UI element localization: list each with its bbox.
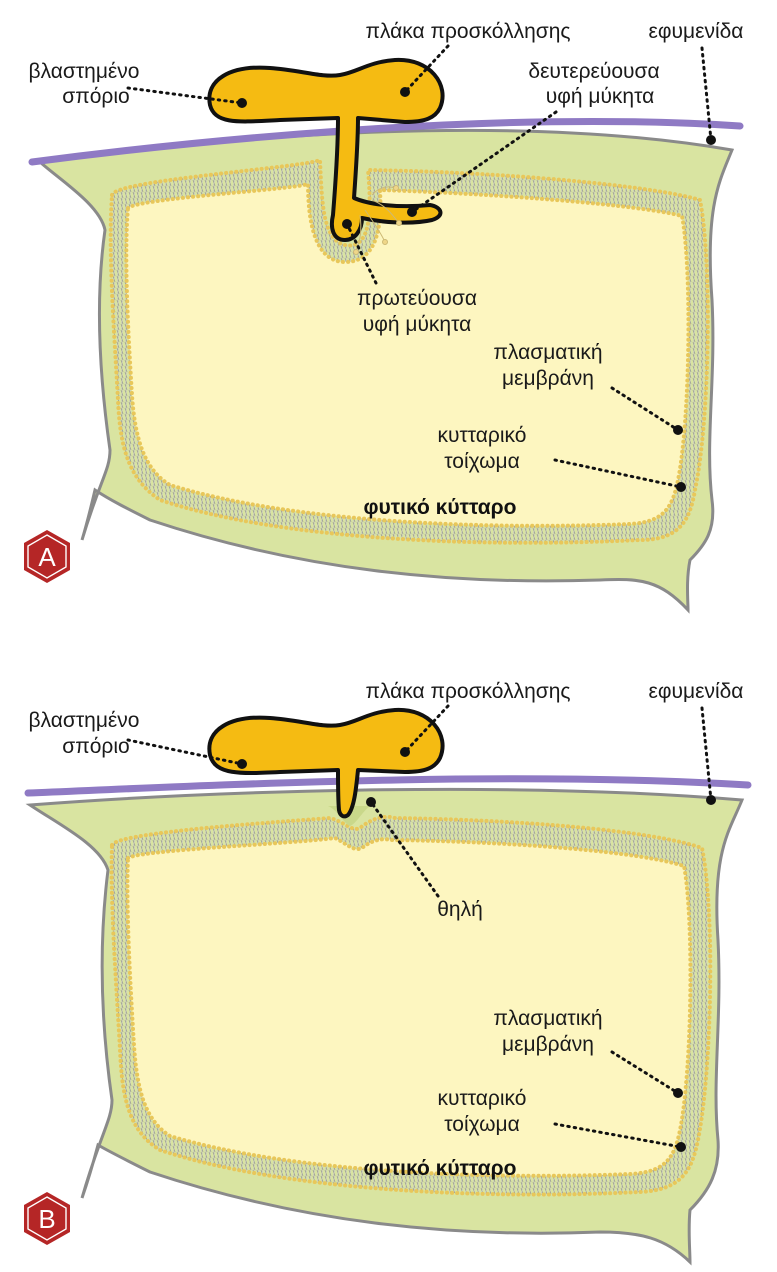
label-cuticle-text: εφυμενίδα — [649, 20, 744, 43]
membrane-heads-outer — [109, 814, 713, 1197]
label-appressorium-text: πλάκα προσκόλλησης — [365, 680, 570, 703]
hyphal-threads — [353, 185, 402, 255]
panel-badge-letter: B — [38, 1204, 55, 1234]
pointer-dot — [400, 87, 410, 97]
pointer-dot — [400, 747, 410, 757]
label-spore-line1: βλαστημένο — [29, 709, 140, 732]
pointer-dot — [676, 1142, 686, 1152]
pointer-dot — [673, 425, 683, 435]
label-primary-hypha-line1: πρωτεύουσα — [357, 287, 477, 310]
panel-badge-letter: A — [38, 542, 56, 572]
label-plasma-membrane-line1: πλασματική — [493, 341, 602, 364]
hexagon-badge — [24, 1192, 70, 1245]
label-spore: βλαστημένο σπόριο — [29, 60, 247, 108]
label-plasma-membrane-line2: μεμβράνη — [502, 367, 594, 390]
label-plasma-membrane: πλασματική μεμβράνη — [493, 1007, 683, 1098]
label-appressorium: πλάκα προσκόλλησης — [365, 680, 571, 757]
pointer-dot — [706, 795, 716, 805]
label-spore-line2: σπόριο — [62, 735, 129, 758]
label-papilla: θηλή — [366, 797, 483, 921]
label-secondary-hypha: δευτερεύουσα υφή μύκητα — [407, 60, 660, 217]
cytoplasm — [126, 184, 689, 526]
label-spore-line1: βλαστημένο — [29, 60, 140, 83]
label-plasma-membrane: πλασματική μεμβράνη — [493, 341, 683, 435]
label-cell-wall-line2: τοίχωμα — [444, 450, 519, 473]
pointer-dot — [342, 219, 352, 229]
panel-b: βλαστημένο σπόριο πλάκα προσκόλλησης εφυ… — [24, 680, 752, 1266]
hexagon-badge — [24, 530, 70, 583]
membrane-heads-inner — [124, 181, 691, 528]
pointer-dot — [237, 759, 247, 769]
pointer-dot — [673, 1088, 683, 1098]
fungus-body — [207, 707, 445, 819]
cuticle-layer — [24, 775, 752, 797]
pointer-dot — [407, 207, 417, 217]
label-cell-wall: κυτταρικό τοίχωμα — [438, 424, 686, 492]
label-spore: βλαστημένο σπόριο — [29, 709, 247, 769]
label-papilla-text: θηλή — [437, 898, 483, 921]
label-cuticle: εφυμενίδα — [649, 20, 744, 145]
label-appressorium: πλάκα προσκόλλησης — [365, 20, 571, 97]
pointer-dot — [706, 135, 716, 145]
cytoplasm — [127, 838, 691, 1176]
label-cuticle-text: εφυμενίδα — [649, 680, 744, 703]
pointer-dot — [237, 98, 247, 108]
label-primary-hypha-line2: υφή μύκητα — [363, 313, 472, 336]
label-cuticle: εφυμενίδα — [649, 680, 744, 805]
label-plasma-membrane-line1: πλασματική — [493, 1007, 602, 1030]
membrane-heads-inner — [125, 835, 693, 1178]
label-primary-hypha: πρωτεύουσα υφή μύκητα — [342, 219, 477, 336]
cell-label: φυτικό κύτταρο — [364, 1157, 517, 1180]
label-appressorium-text: πλάκα προσκόλλησης — [365, 20, 570, 43]
label-plasma-membrane-line2: μεμβράνη — [502, 1033, 594, 1056]
pointer-dot — [676, 482, 686, 492]
cell-label: φυτικό κύτταρο — [364, 496, 517, 519]
label-spore-line2: σπόριο — [62, 85, 129, 108]
panel-badge: A — [24, 530, 70, 583]
panel-badge: B — [24, 1192, 70, 1245]
label-cell-wall-line1: κυτταρικό — [438, 424, 527, 447]
label-cell-wall: κυτταρικό τοίχωμα — [438, 1087, 686, 1152]
pointer-dot — [366, 797, 376, 807]
label-secondary-hypha-line2: υφή μύκητα — [546, 85, 655, 108]
fungus-body — [207, 57, 445, 242]
membrane-heads-outer — [108, 157, 710, 545]
label-secondary-hypha-line1: δευτερεύουσα — [528, 60, 659, 83]
label-cell-wall-line2: τοίχωμα — [444, 1113, 519, 1136]
panel-a: βλαστημένο σπόριο πλάκα προσκόλλησης εφυ… — [24, 20, 744, 614]
label-cell-wall-line1: κυτταρικό — [438, 1087, 527, 1110]
